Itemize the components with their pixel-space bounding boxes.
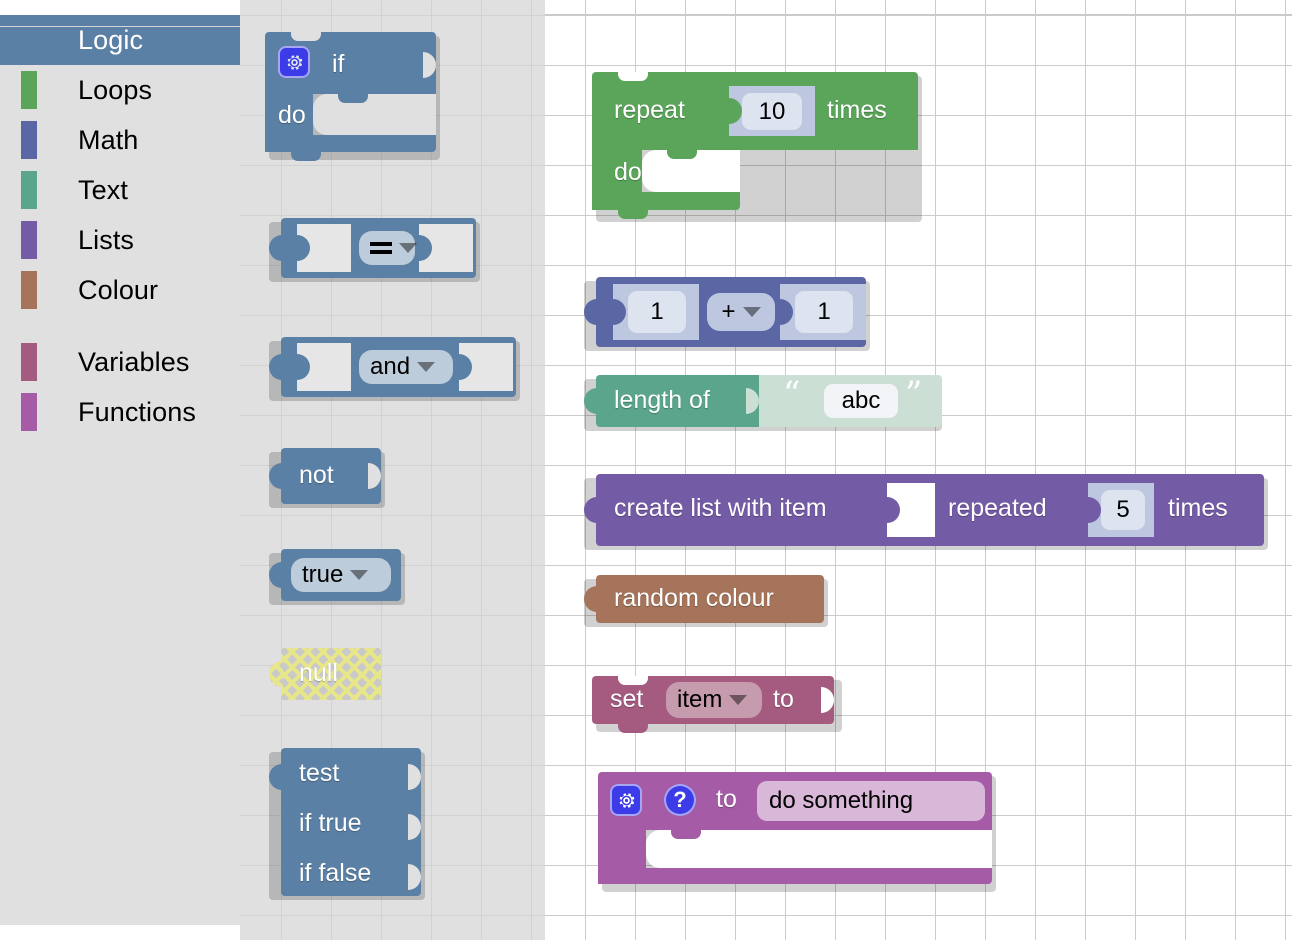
workspace-block-variables-set[interactable]: set item to (592, 676, 842, 733)
category-colour-swatch (21, 221, 37, 259)
procedure-name-field[interactable]: do something (757, 781, 985, 821)
test-label: test (299, 759, 340, 787)
equals-glyph (370, 242, 392, 254)
flyout-block-logic-boolean[interactable]: true (265, 549, 405, 605)
toolbox-category-variables[interactable]: Variables (0, 337, 240, 387)
variable-name: item (677, 686, 723, 713)
toolbox-category-logic[interactable]: Logic (0, 15, 240, 65)
not-label: not (299, 461, 334, 489)
length-of-label: length of (614, 386, 710, 414)
toolbox-category-label: Lists (78, 224, 135, 255)
workspace-block-colour-random[interactable]: random colour (580, 575, 828, 627)
to-label: to (716, 785, 737, 813)
times-label: times (827, 96, 887, 124)
blockly-flyout[interactable]: if do (240, 0, 545, 940)
boolean-value-dropdown[interactable]: true (291, 558, 391, 592)
open-quote-icon: “ (783, 374, 801, 414)
chevron-down-icon (417, 362, 436, 372)
toolbox-category-label: Logic (78, 24, 144, 55)
toolbox-category-label: Text (78, 174, 128, 205)
arithmetic-operator-dropdown[interactable]: + (707, 293, 775, 331)
category-colour-swatch (21, 343, 37, 381)
chevron-down-icon (399, 243, 417, 253)
if-label: if (332, 50, 345, 78)
right-operand-field[interactable]: 1 (795, 291, 853, 333)
toolbox-separator (0, 26, 240, 337)
question-mark-icon[interactable]: ? (664, 784, 696, 816)
workspace-block-math-arithmetic[interactable]: 1 + 1 (580, 277, 870, 351)
to-label: to (773, 685, 794, 713)
toolbox-category-text[interactable]: Text (0, 165, 240, 215)
repeat-label: repeat (614, 96, 685, 124)
null-label: null (299, 659, 338, 687)
repeat-count-value: 10 (758, 97, 786, 125)
close-quote-icon: ” (905, 374, 923, 414)
workspace-top-border (545, 14, 1292, 15)
chevron-down-icon (350, 570, 369, 580)
gear-icon[interactable] (610, 784, 642, 816)
if-false-label: if false (299, 859, 372, 887)
chevron-down-icon (742, 307, 761, 317)
chevron-down-icon (729, 695, 748, 705)
toolbox-category-label: Math (78, 124, 139, 155)
workspace-block-procedure-definition[interactable]: ? to do something (598, 772, 996, 892)
toolbox-category-colour[interactable]: Colour (0, 265, 240, 315)
flyout-block-logic-compare[interactable] (265, 218, 480, 282)
gear-icon[interactable] (278, 46, 310, 78)
repeat-count-value: 5 (1116, 496, 1130, 523)
repeat-count-field[interactable]: 5 (1101, 490, 1145, 530)
repeat-count-field[interactable]: 10 (742, 93, 802, 130)
toolbox-category-loops[interactable]: Loops (0, 65, 240, 115)
workspace-block-controls-repeat[interactable]: repeat 10 times do (592, 72, 922, 222)
workspace-block-text-length[interactable]: length of “ abc ” (580, 375, 942, 431)
comparison-operator-dropdown[interactable] (359, 231, 417, 265)
random-colour-label: random colour (614, 584, 774, 612)
set-label: set (610, 685, 644, 713)
toolbox-category-label: Colour (78, 274, 159, 305)
text-value-field[interactable]: abc (824, 384, 898, 418)
toolbox-category-math[interactable]: Math (0, 115, 240, 165)
toolbox-category-label: Functions (78, 396, 196, 427)
times-label: times (1168, 494, 1228, 522)
category-colour-swatch (21, 271, 37, 309)
text-value: abc (841, 387, 881, 414)
left-operand-value: 1 (650, 298, 664, 325)
flyout-block-logic-negate[interactable]: not (265, 448, 385, 508)
flyout-block-logic-null[interactable]: null (265, 648, 385, 704)
category-colour-swatch (21, 393, 37, 431)
left-operand-field[interactable]: 1 (628, 291, 686, 333)
toolbox-category-label: Loops (78, 74, 153, 105)
category-colour-swatch (21, 171, 37, 209)
dropdown-value: true (302, 561, 344, 588)
create-list-label: create list with item (614, 494, 827, 522)
right-operand-value: 1 (817, 298, 831, 325)
boolean-operator-dropdown[interactable]: and (359, 350, 453, 384)
repeated-label: repeated (948, 494, 1047, 522)
procedure-name-value: do something (769, 787, 914, 814)
if-true-label: if true (299, 809, 362, 837)
blockly-toolbox[interactable]: Logic Loops Math Text Lists Colour Var (0, 15, 240, 925)
flyout-block-logic-ternary[interactable]: test if true if false (265, 748, 425, 900)
toolbox-category-functions[interactable]: Functions (0, 387, 240, 437)
category-colour-swatch (21, 71, 37, 109)
dropdown-value: and (370, 353, 411, 380)
toolbox-category-lists[interactable]: Lists (0, 215, 240, 265)
toolbox-category-label: Variables (78, 346, 190, 377)
flyout-block-controls-if[interactable]: if do (265, 32, 440, 161)
do-label: do (278, 101, 306, 129)
variable-dropdown[interactable]: item (666, 682, 762, 718)
category-colour-swatch (21, 121, 37, 159)
workspace-block-lists-repeat[interactable]: create list with item repeated 5 times (580, 474, 1268, 550)
flyout-block-logic-operation[interactable]: and (265, 337, 520, 401)
do-label: do (614, 158, 642, 186)
operator-value: + (721, 298, 736, 325)
